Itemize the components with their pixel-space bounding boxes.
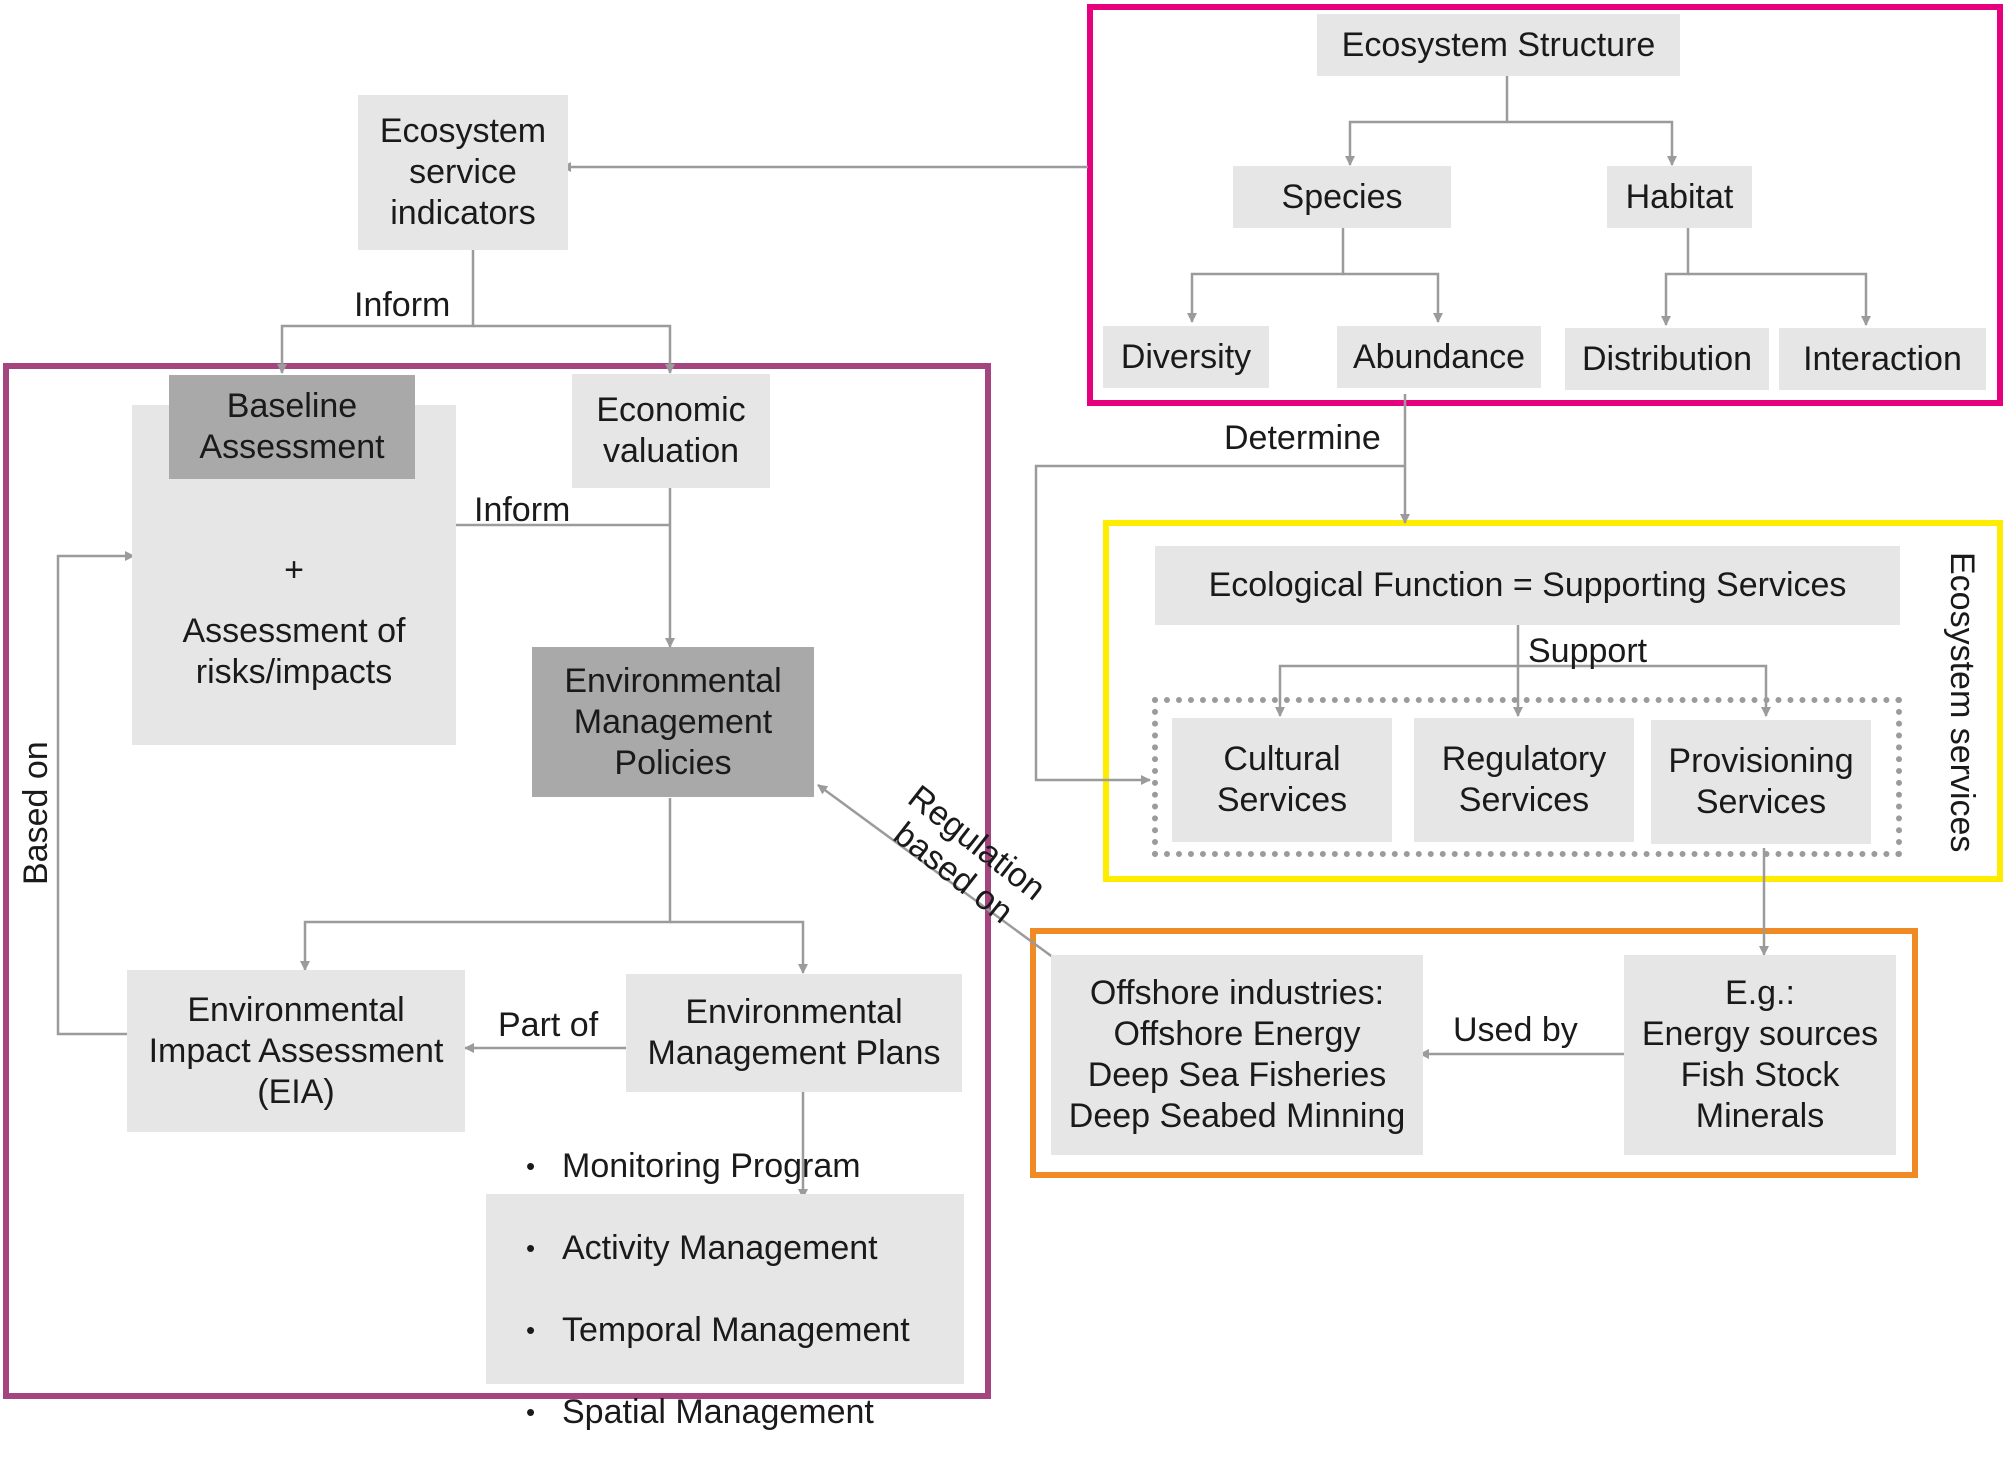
abundance-node: Abundance [1337,326,1541,388]
species-node: Species [1233,166,1451,228]
environmental-management-policies-node: Environmental Management Policies [532,647,814,797]
connector-lines [56,76,1871,1199]
provisioning-services-node: Provisioning Services [1651,720,1871,844]
ecosystem-structure-frame [1087,4,2003,406]
baseline-assessment-node: Baseline Assessment [169,375,415,479]
plus-sign: + [284,551,304,589]
offshore-industries-frame [1030,928,1918,1178]
economic-valuation-node: Economic valuation [572,374,770,488]
determine-label: Determine [1224,419,1381,457]
environmental-management-frame [3,363,991,1399]
eia-node: Environmental Impact Assessment (EIA) [127,970,465,1132]
ecosystem-structure-node: Ecosystem Structure [1317,14,1680,76]
ecosystem-service-indicators-node: Ecosystem service indicators [358,95,568,250]
list-item: Spatial Management [526,1392,910,1433]
part-of-label: Part of [498,1006,599,1044]
habitat-node: Habitat [1607,166,1752,228]
support-label: Support [1528,632,1648,670]
inform-label-top: Inform [354,286,451,324]
ecological-function-node: Ecological Function = Supporting Service… [1155,546,1900,625]
offshore-industries-node: Offshore industries: Offshore Energy Dee… [1051,955,1423,1155]
list-item: Temporal Management [526,1310,910,1351]
examples-node: E.g.: Energy sources Fish Stock Minerals [1624,955,1896,1155]
assessment-of-risks-label: Assessment of risks/impacts [182,612,406,691]
interaction-node: Interaction [1779,328,1986,390]
used-by-label: Used by [1453,1011,1578,1049]
cultural-services-node: Cultural Services [1172,718,1392,842]
environmental-management-plans-node: Environmental Management Plans [626,974,962,1092]
based-on-label: Based on [17,741,55,885]
diversity-node: Diversity [1103,326,1269,388]
regulatory-services-node: Regulatory Services [1414,718,1634,842]
list-item: Activity Management [526,1228,910,1269]
ecosystem-services-label: Ecosystem services [1943,552,1981,853]
distribution-node: Distribution [1565,328,1769,390]
management-measures-list: Monitoring Program Activity Management T… [486,1146,964,1433]
inform-label-mid: Inform [474,491,571,529]
management-measures-items: Monitoring Program Activity Management T… [526,1105,910,1474]
ecosystem-services-frame [1103,520,2003,882]
services-dotted-group [1152,697,1902,857]
list-item: Monitoring Program [526,1146,910,1187]
